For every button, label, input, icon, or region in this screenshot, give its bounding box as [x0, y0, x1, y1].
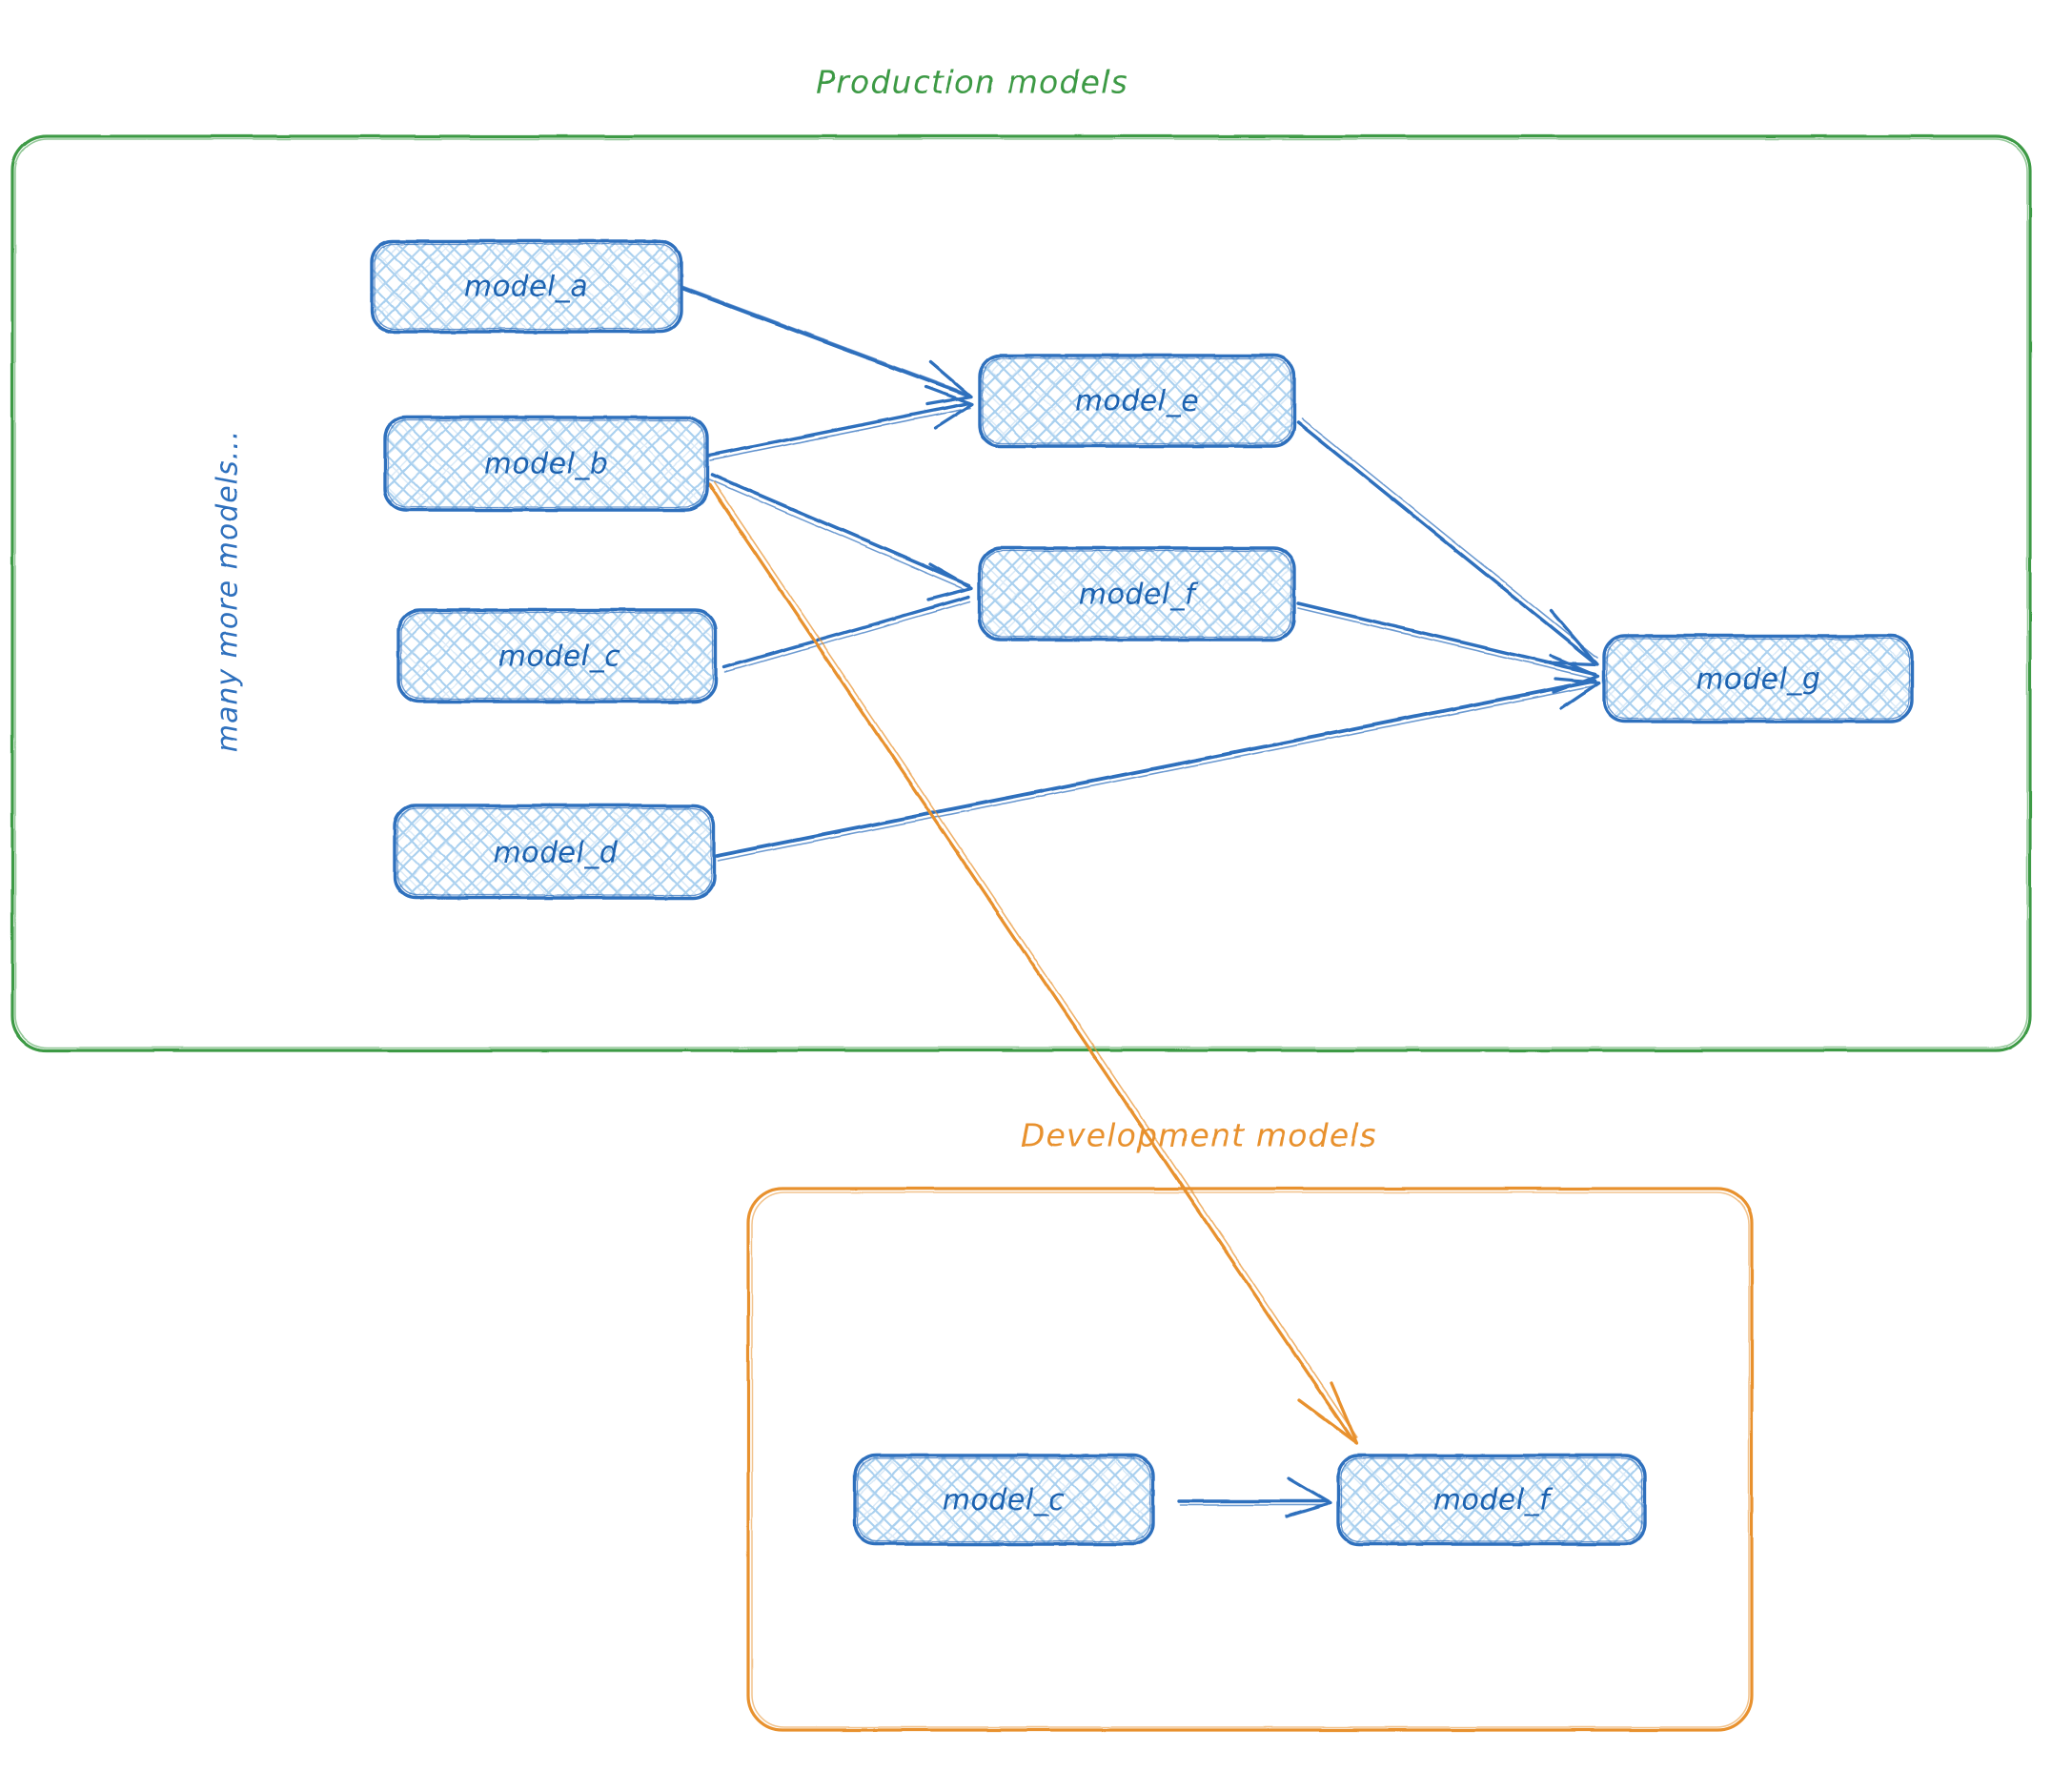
node-prod-model-d[interactable]: model_d [393, 804, 716, 900]
edge-f-to-g [1296, 601, 1600, 694]
node-label-dev-model-f: model_f [1433, 1484, 1554, 1517]
edge-c-to-f [722, 595, 971, 673]
group-container-development [746, 1187, 1754, 1732]
node-prod-model-e[interactable]: model_e [978, 354, 1296, 448]
edge-b-to-e [707, 385, 974, 461]
edge-b-to-f [708, 473, 974, 601]
production-group-title: Production models [816, 64, 1128, 101]
node-label-prod-model-a: model_a [464, 271, 588, 304]
node-prod-model-g[interactable]: model_g [1602, 634, 1914, 723]
edge-e-to-g [1296, 417, 1599, 666]
node-dev-model-c[interactable]: model_c [853, 1454, 1155, 1546]
node-prod-model-f[interactable]: model_f [978, 546, 1296, 641]
node-label-prod-model-f: model_f [1079, 579, 1199, 612]
node-label-dev-model-c: model_c [943, 1484, 1065, 1517]
node-prod-model-a[interactable]: model_a [370, 239, 683, 334]
development-group-title: Development models [1021, 1117, 1377, 1154]
node-label-prod-model-e: model_e [1075, 385, 1199, 418]
node-label-prod-model-c: model_c [498, 641, 620, 674]
many-more-models-note: many more models... [212, 430, 245, 752]
node-prod-model-c[interactable]: model_c [396, 608, 718, 703]
node-label-prod-model-d: model_d [494, 837, 619, 870]
node-label-prod-model-b: model_b [484, 448, 609, 481]
edges-layer [680, 285, 1601, 1518]
node-prod-model-b[interactable]: model_b [383, 416, 709, 512]
node-label-prod-model-g: model_g [1696, 663, 1821, 697]
edge-b-to-dev-model-f [707, 481, 1359, 1445]
edge-a-to-e [680, 285, 973, 406]
edge-d-to-g [715, 677, 1601, 862]
node-dev-model-f[interactable]: model_f [1336, 1454, 1647, 1546]
edge-dev-model-c-to-dev-model-f [1177, 1476, 1332, 1518]
group-container-production [10, 134, 2032, 1052]
